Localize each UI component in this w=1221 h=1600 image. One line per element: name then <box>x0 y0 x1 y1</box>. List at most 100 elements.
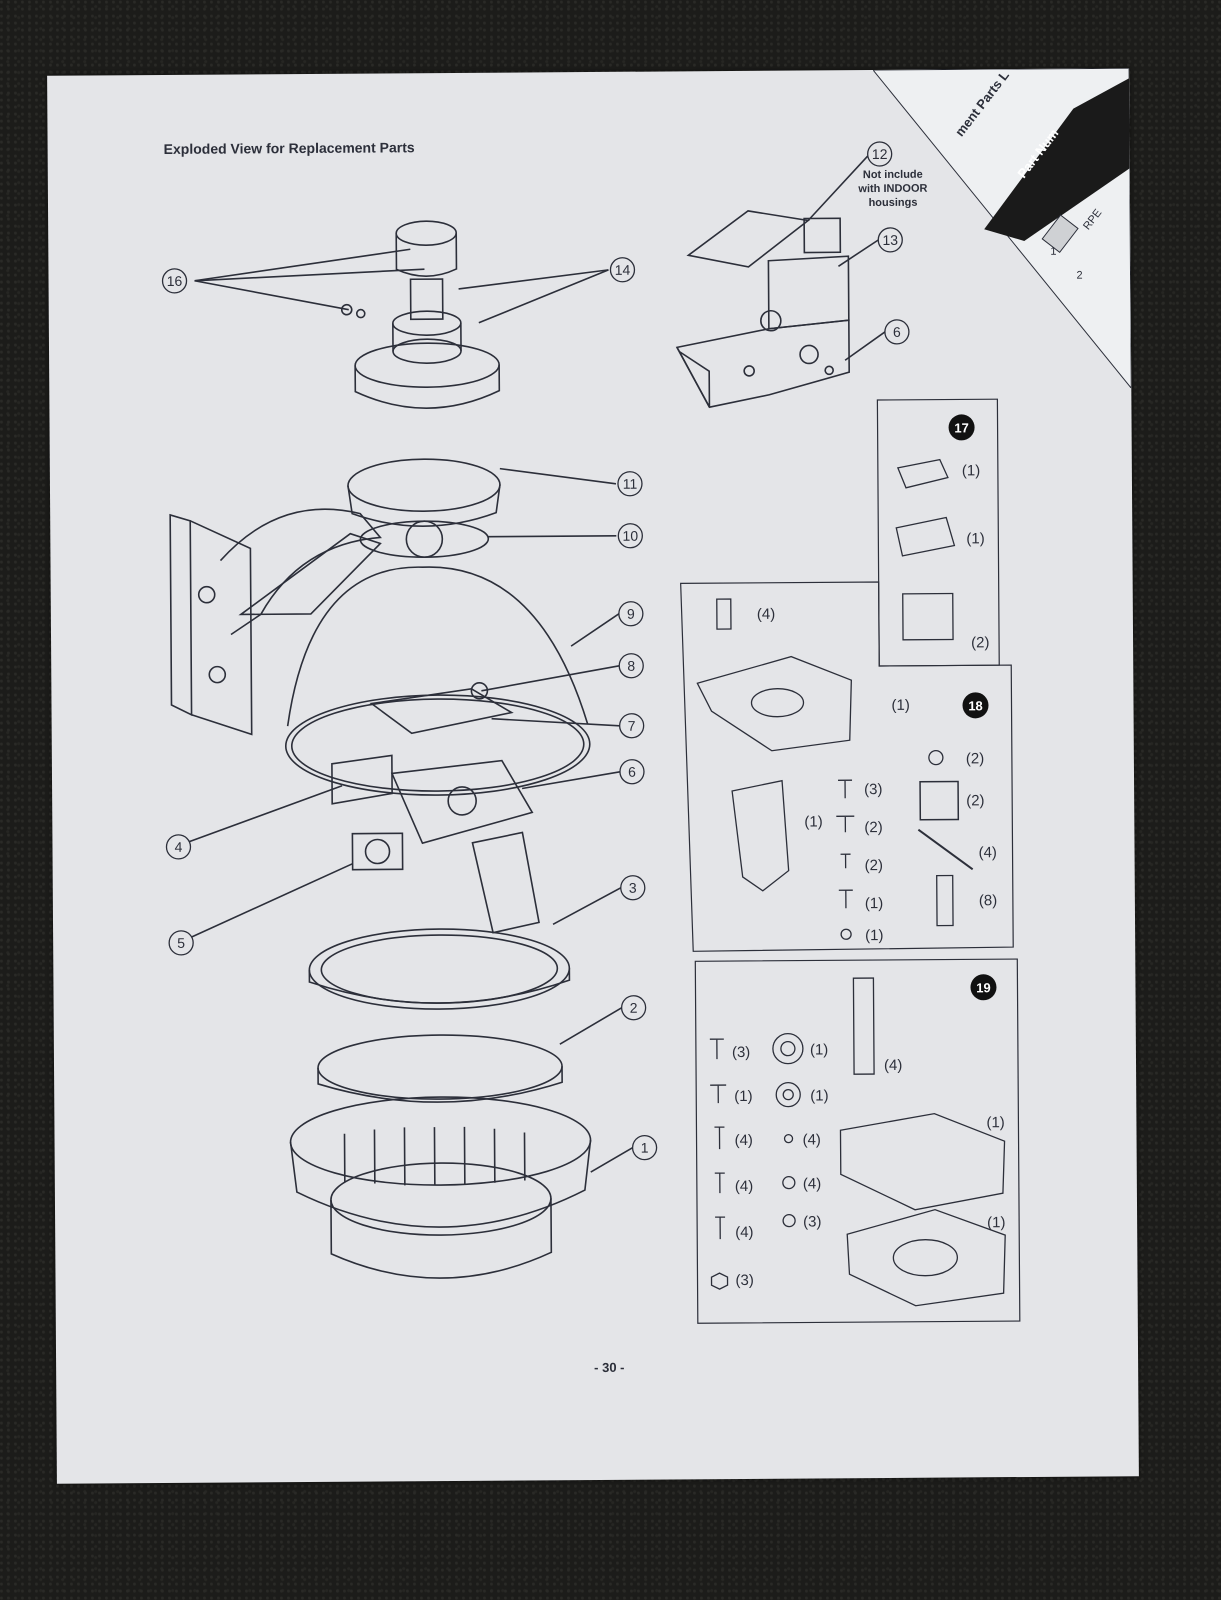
screw-icon <box>710 1084 727 1104</box>
callout-1: 1 <box>631 1134 658 1161</box>
svg-text:3: 3 <box>629 880 637 896</box>
star-washer-icon <box>928 749 944 766</box>
main-bracket-assembly <box>675 210 850 409</box>
svg-text:(4): (4) <box>734 1132 752 1149</box>
svg-text:(1): (1) <box>810 1041 828 1058</box>
svg-text:14: 14 <box>615 262 631 278</box>
svg-text:(4): (4) <box>735 1224 753 1241</box>
dome-housing <box>286 566 589 727</box>
svg-text:(3): (3) <box>735 1272 753 1289</box>
screw-icon <box>840 853 851 869</box>
exploded-diagram: 16 14 12 13 6 11 10 9 8 7 6 4 5 3 2 1 17… <box>161 141 1021 1324</box>
page-number: - 30 - <box>594 1359 625 1376</box>
spacer-icon <box>936 874 954 927</box>
svg-text:(2): (2) <box>966 792 984 809</box>
svg-text:(2): (2) <box>864 819 882 836</box>
svg-text:5: 5 <box>177 935 185 951</box>
svg-text:(4): (4) <box>978 844 996 861</box>
svg-text:(2): (2) <box>971 634 989 651</box>
screw-icon <box>838 889 853 909</box>
svg-text:(3): (3) <box>864 781 882 798</box>
svg-text:(3): (3) <box>803 1213 821 1230</box>
cable-tie-icon <box>917 828 974 871</box>
callout-2: 2 <box>620 995 647 1021</box>
corner-row-2: 2 <box>1076 270 1082 282</box>
svg-text:10: 10 <box>622 528 638 544</box>
flat-washer-icon <box>772 1032 804 1065</box>
svg-text:19: 19 <box>976 980 991 995</box>
callout-7: 7 <box>618 713 645 739</box>
circuit-board <box>369 688 514 735</box>
screw-icon <box>714 1172 725 1194</box>
svg-text:(3): (3) <box>732 1044 750 1061</box>
svg-text:(1): (1) <box>865 895 883 912</box>
svg-text:11: 11 <box>623 476 638 492</box>
tie-mount-icon <box>919 780 960 821</box>
callout-6: 6 <box>619 759 645 785</box>
star-washer-icon <box>782 1175 796 1190</box>
callout-6-upper: 6 <box>884 319 910 345</box>
callout-16: 16 <box>161 268 188 294</box>
svg-text:12: 12 <box>872 146 888 162</box>
washer-icon <box>775 1081 801 1108</box>
kit-19-box: 19 (3) (1) (4) <box>694 958 1021 1324</box>
corner-svg: Part Num ment Parts L 1 2 RPE <box>873 68 1132 390</box>
screw-icon <box>836 815 855 833</box>
svg-text:4: 4 <box>175 839 183 855</box>
underlying-page-corner: Part Num ment Parts L 1 2 RPE <box>873 68 1132 390</box>
callout-10: 10 <box>617 523 643 549</box>
bracket-icon <box>731 779 790 892</box>
screw-icon <box>714 1126 725 1150</box>
pendant-mount <box>340 220 501 409</box>
callout-11: 11 <box>617 471 643 497</box>
callout-13: 13 <box>877 227 903 253</box>
svg-text:(1): (1) <box>865 927 883 944</box>
pan-plate <box>390 759 534 845</box>
svg-text:(1): (1) <box>810 1087 828 1104</box>
svg-text:(8): (8) <box>979 892 997 909</box>
top-cap <box>347 458 501 512</box>
plate-icon <box>846 1208 1006 1307</box>
threaded-rod-icon <box>852 977 875 1075</box>
standoff-icon <box>716 598 732 630</box>
svg-text:2: 2 <box>630 1000 638 1016</box>
kit-17-box: 17 (1) (1) (2) <box>876 398 1000 667</box>
svg-text:(1): (1) <box>966 530 984 547</box>
terminal-block-icon <box>896 458 949 489</box>
svg-text:(4): (4) <box>735 1178 753 1195</box>
fan <box>351 832 404 871</box>
screw-icon <box>709 1038 724 1060</box>
svg-text:7: 7 <box>628 718 636 734</box>
svg-text:(4): (4) <box>803 1175 821 1192</box>
svg-text:(2): (2) <box>865 857 883 874</box>
svg-text:(1): (1) <box>962 462 980 479</box>
svg-text:(1): (1) <box>986 1114 1004 1131</box>
callout-group: 16 14 12 13 6 11 10 9 8 7 6 4 5 3 2 1 <box>161 141 910 1161</box>
seal-ring <box>317 1034 563 1100</box>
rj45-jack-icon <box>902 592 954 641</box>
screw-icon <box>838 779 853 799</box>
svg-text:6: 6 <box>893 324 901 340</box>
svg-text:(2): (2) <box>966 750 984 767</box>
screw-icon <box>715 1216 726 1240</box>
svg-text:(4): (4) <box>757 606 775 623</box>
svg-text:9: 9 <box>627 606 635 622</box>
svg-text:(1): (1) <box>804 813 822 830</box>
svg-text:(1): (1) <box>734 1088 752 1105</box>
callout-4: 4 <box>165 834 192 860</box>
svg-text:16: 16 <box>167 273 183 289</box>
trim-ring <box>308 928 571 1010</box>
wall-arm <box>169 508 382 736</box>
callout-3: 3 <box>620 875 646 901</box>
svg-text:(4): (4) <box>802 1131 820 1148</box>
small-washer-icon <box>783 1133 794 1144</box>
manual-page: Exploded View for Replacement Parts Not … <box>47 68 1139 1484</box>
svg-text:18: 18 <box>968 698 983 713</box>
callout-14: 14 <box>609 257 636 283</box>
svg-text:(4): (4) <box>884 1057 902 1074</box>
svg-text:(1): (1) <box>987 1214 1005 1231</box>
lock-washer-icon <box>840 928 852 940</box>
star-washer-icon <box>782 1213 796 1228</box>
plate-icon <box>839 1112 1006 1211</box>
svg-text:8: 8 <box>627 658 635 674</box>
